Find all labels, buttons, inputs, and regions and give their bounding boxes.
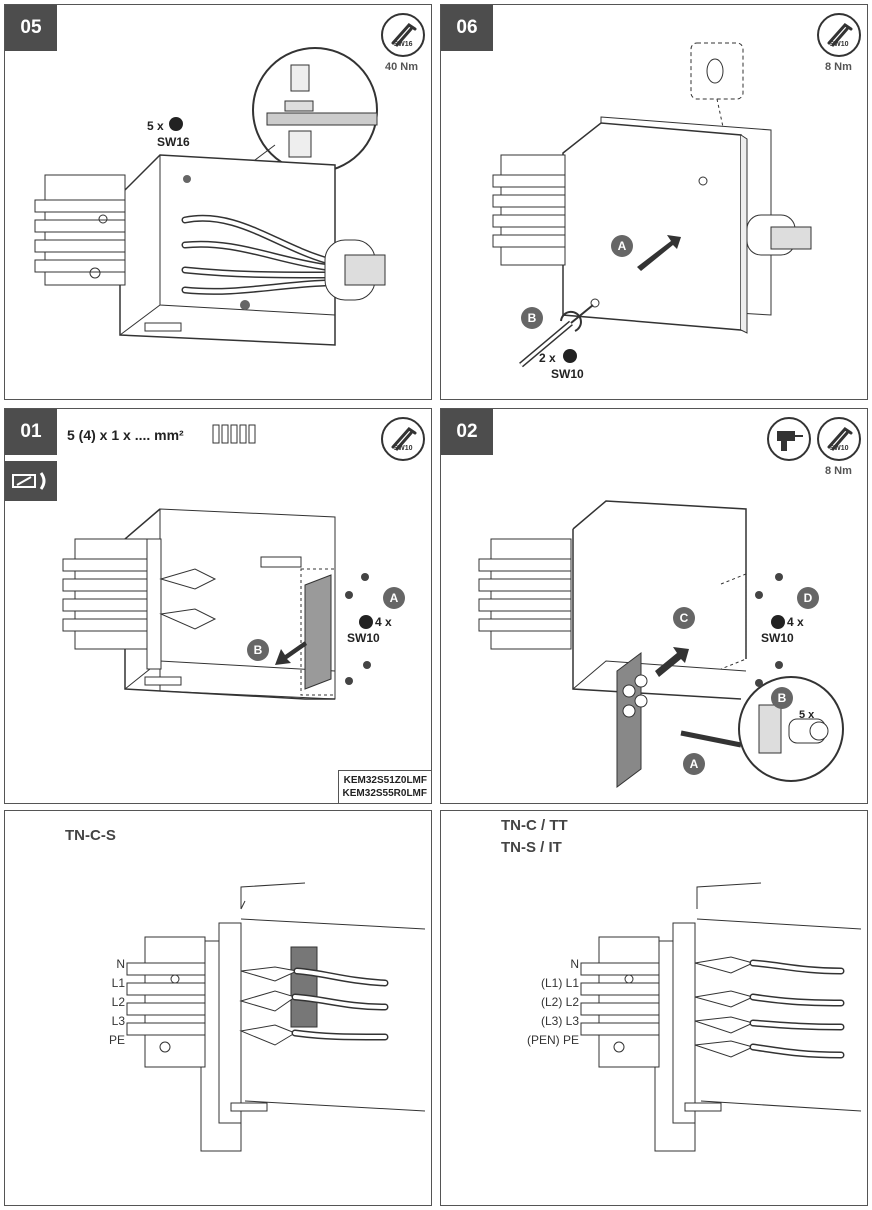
hex-nut-icon [771,615,785,629]
step-number: 02 [441,409,493,455]
badge-a: A [611,235,633,257]
tn-c-wiring-illustration [580,882,862,1152]
gland-plate-illustration [478,500,844,788]
panel-step-06: 06 SW10 8 Nm A B [440,4,868,400]
ferrule-icon [211,423,257,445]
system-title: TN-C-S [65,827,116,844]
wrench-size: SW10 [347,631,380,645]
bolt-count: 5 x [147,119,164,133]
hex-nut-icon [169,117,183,131]
step-number: 05 [5,5,57,51]
hex-wrench-icon: SW10 [381,417,425,461]
wrench-size: SW10 [551,367,584,381]
part-codes: KEM32S51Z0LMF KEM32S55R0LMF [337,770,431,803]
hex-nut-icon [359,615,373,629]
torque-label: 8 Nm [825,61,852,73]
step-number: 06 [441,5,493,51]
badge-a: A [383,587,405,609]
conductor-labels: N (L1) L1 (L2) L2 (L3) L3 (PEN) PE [526,957,579,1047]
panel-tn-c-s: TN-C-S [4,810,432,1206]
step-number: 01 [5,409,57,455]
gland-count: 5 x [799,709,815,721]
panel-step-01: 01 5 (4) x 1 x .... mm² SW10 [4,408,432,804]
screw-count: 4 x [375,615,392,629]
screw-count: 2 x [539,351,556,365]
hex-nut-icon [563,349,577,363]
conductor-labels: N L1 L2 L3 PE [108,957,125,1047]
badge-c: C [673,607,695,629]
panel-tn-c: TN-C / TT TN-S / IT [440,810,868,1206]
hex-wrench-icon: SW10 [817,417,861,461]
system-title-1: TN-C / TT [501,817,568,834]
plate-removal-illustration [62,508,371,700]
hex-wrench-icon: SW16 [381,13,425,57]
wrench-size: SW16 [157,135,190,149]
cover-illustration [492,42,812,368]
assembly-illustration [34,47,386,346]
badge-b: B [521,307,543,329]
badge-a: A [683,753,705,775]
tn-c-s-wiring-illustration [126,882,426,1152]
wire-stripper-icon [5,461,57,501]
system-title-2: TN-S / IT [501,839,562,856]
badge-d: D [797,587,819,609]
drill-icon [767,417,811,461]
badge-b: B [247,639,269,661]
screw-count: 4 x [787,615,804,629]
wrench-size: SW10 [761,631,794,645]
panel-step-05: 05 SW16 40 Nm 5 x SW16 [4,4,432,400]
hex-wrench-icon: SW10 [817,13,861,57]
torque-label: 8 Nm [825,465,852,477]
torque-label: 40 Nm [385,61,419,73]
badge-b: B [771,687,793,709]
panel-step-02: 02 SW10 8 Nm C D 4 [440,408,868,804]
cable-spec: 5 (4) x 1 x .... mm² [67,427,184,443]
